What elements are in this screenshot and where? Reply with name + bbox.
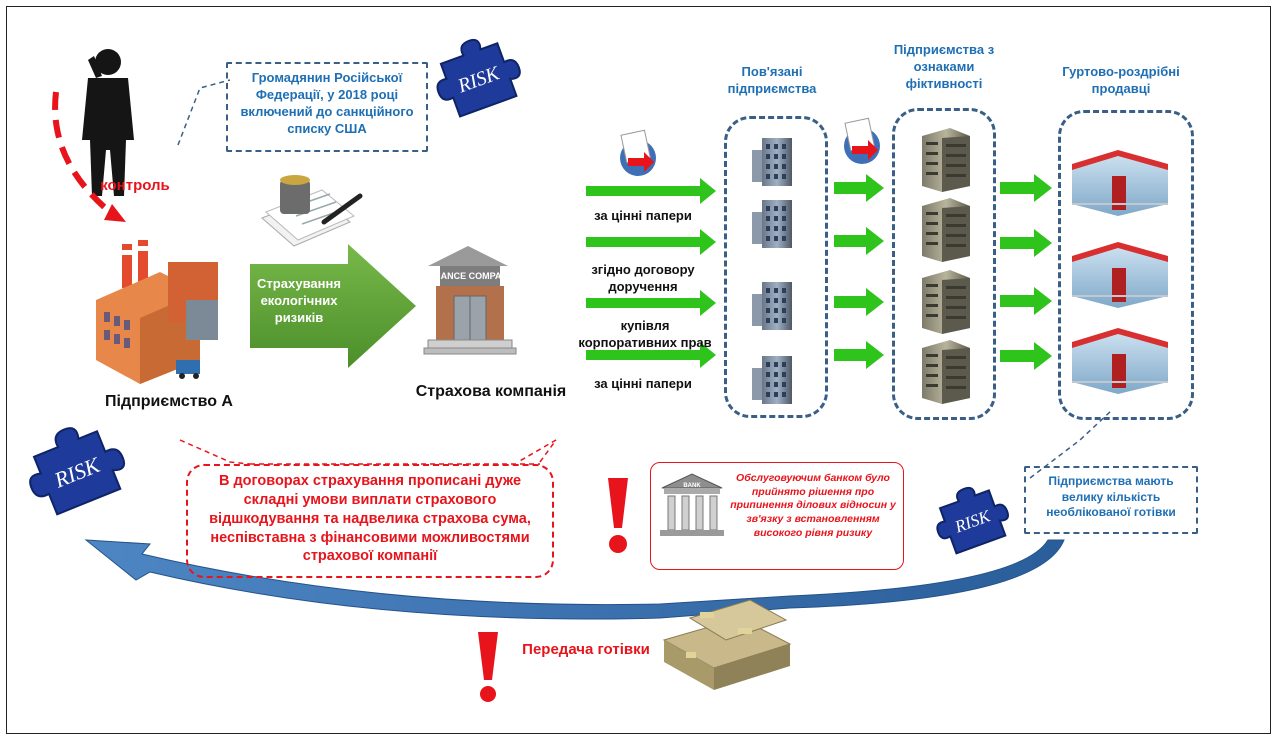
bank-sign: BANK	[683, 483, 701, 489]
warning-exclamation-icon	[608, 478, 628, 553]
transfer-label-2: згідно договору доручення	[591, 262, 695, 294]
retail-group-box	[1058, 110, 1194, 420]
cash-note-box	[1024, 466, 1198, 534]
warning-exclamation-icon	[478, 632, 498, 702]
insurance-company-label: Страхова компанія	[415, 383, 567, 400]
bank-note-text: Обслуговуючим банком було прийнято рішен…	[730, 472, 896, 539]
contract-note-box	[186, 464, 554, 578]
transfer-label-1: за цінні папери	[594, 208, 692, 223]
money-stack-icon	[662, 599, 792, 690]
group-title-fictitious: Підприємства з ознаками фіктивності	[893, 42, 995, 91]
cash-note-connector	[1029, 409, 1113, 479]
contract-documents-icon	[261, 175, 363, 247]
cash-transfer-label: Передача готівки	[522, 641, 650, 658]
transfer-label-4: за цінні папери	[594, 376, 692, 391]
retail-stores	[1072, 150, 1168, 394]
group-arrows	[834, 174, 1052, 370]
related-buildings	[752, 138, 792, 404]
person-note-connector	[177, 79, 231, 146]
risk-puzzle-icon: RISK	[936, 486, 1010, 555]
risk-puzzle-icon: RISK	[436, 38, 521, 118]
transfer-document-icon	[620, 129, 656, 176]
person-note-box	[226, 62, 428, 152]
finance-company-icon	[423, 246, 517, 355]
fictitious-buildings	[922, 128, 970, 404]
insurance-arrow	[250, 244, 416, 368]
group-title-retail: Гуртово-роздрібні продавці	[1062, 64, 1180, 96]
control-label: контроль	[100, 177, 170, 194]
insurance-arrow-label: Страхування екологічних ризиків	[257, 276, 341, 325]
cash-flow-arrow	[84, 539, 1065, 620]
contract-note-pointer	[179, 439, 557, 465]
cash-note-text: Підприємства мають велику кількість необ…	[1046, 474, 1176, 520]
transfer-document-icon	[844, 117, 880, 164]
group-title-related: Пов'язані підприємства	[727, 64, 817, 96]
control-arrow	[52, 91, 112, 215]
control-arrowhead	[104, 204, 126, 222]
enterprise-label: Підприємство А	[105, 393, 233, 410]
related-group-box	[724, 116, 828, 418]
bank-note-box	[650, 462, 904, 570]
factory-icon	[96, 240, 218, 384]
finance-company-sign: FINANCE COMPANY	[426, 271, 514, 281]
person-note-text: Громадянин Російської Федерації, у 2018 …	[240, 70, 414, 136]
transfer-arrows	[586, 178, 716, 368]
transfer-label-3: купівля корпоративних прав	[578, 318, 712, 350]
risk-puzzle-icon: RISK	[29, 427, 126, 516]
person-icon	[82, 49, 134, 196]
bank-icon	[660, 473, 724, 536]
fictitious-group-box	[892, 108, 996, 420]
contract-note-text: В договорах страхування прописані дуже с…	[209, 473, 531, 565]
